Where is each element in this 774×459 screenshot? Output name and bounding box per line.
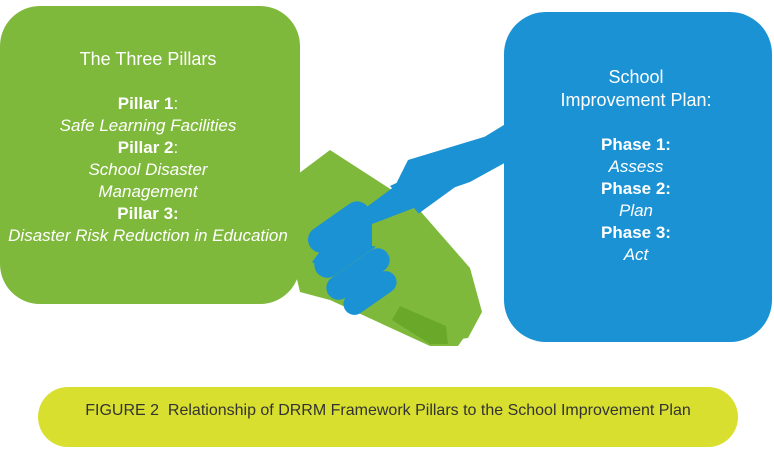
phase-1-desc: Assess	[608, 157, 664, 176]
caption-description: Relationship of DRRM Framework Pillars t…	[167, 402, 691, 419]
pillars-title: The Three Pillars	[79, 49, 217, 69]
caption-text: FIGURE 2 Relationship of DRRM Framework …	[78, 401, 698, 420]
pillar-3-desc: Disaster Risk Reduction in Education	[8, 226, 288, 245]
green-thumb	[372, 208, 424, 248]
left-box	[0, 6, 300, 304]
phase-3-desc: Act	[623, 245, 649, 264]
blue-finger-2	[314, 224, 380, 278]
pillars-text: The Three Pillars Pillar 1: Safe Learnin…	[8, 48, 288, 247]
pillar-2-desc: School Disaster Management	[88, 160, 208, 201]
pillar-1-desc: Safe Learning Facilities	[59, 116, 237, 135]
phase-1-label: Phase 1:	[601, 135, 671, 154]
right-box	[504, 12, 772, 342]
blue-finger-1	[307, 201, 371, 253]
pillar-2-label: Pillar 2	[117, 138, 174, 157]
pillar-3-heading: Pillar 3:	[8, 203, 288, 225]
green-fingers	[392, 306, 448, 344]
spacer	[8, 71, 288, 93]
blue-finger-3	[326, 248, 390, 300]
pillar-3-label: Pillar 3:	[117, 204, 179, 223]
spacer	[520, 112, 752, 134]
blue-finger-4	[343, 271, 397, 315]
figure-caption: FIGURE 2 Relationship of DRRM Framework …	[38, 387, 738, 447]
pillar-1-colon: :	[173, 94, 179, 113]
phase-2-desc: Plan	[618, 201, 654, 220]
plan-title: School Improvement Plan:	[560, 67, 712, 110]
pillar-2-colon: :	[173, 138, 179, 157]
phase-3-label: Phase 3:	[601, 223, 671, 242]
phase-2-label: Phase 2:	[601, 179, 671, 198]
pillar-2-heading: Pillar 2:	[8, 137, 288, 159]
pillar-1-label: Pillar 1	[117, 94, 174, 113]
pillar-1-heading: Pillar 1:	[8, 93, 288, 115]
figure-label: FIGURE 2	[85, 402, 160, 419]
plan-text: School Improvement Plan: Phase 1: Assess…	[520, 66, 752, 266]
